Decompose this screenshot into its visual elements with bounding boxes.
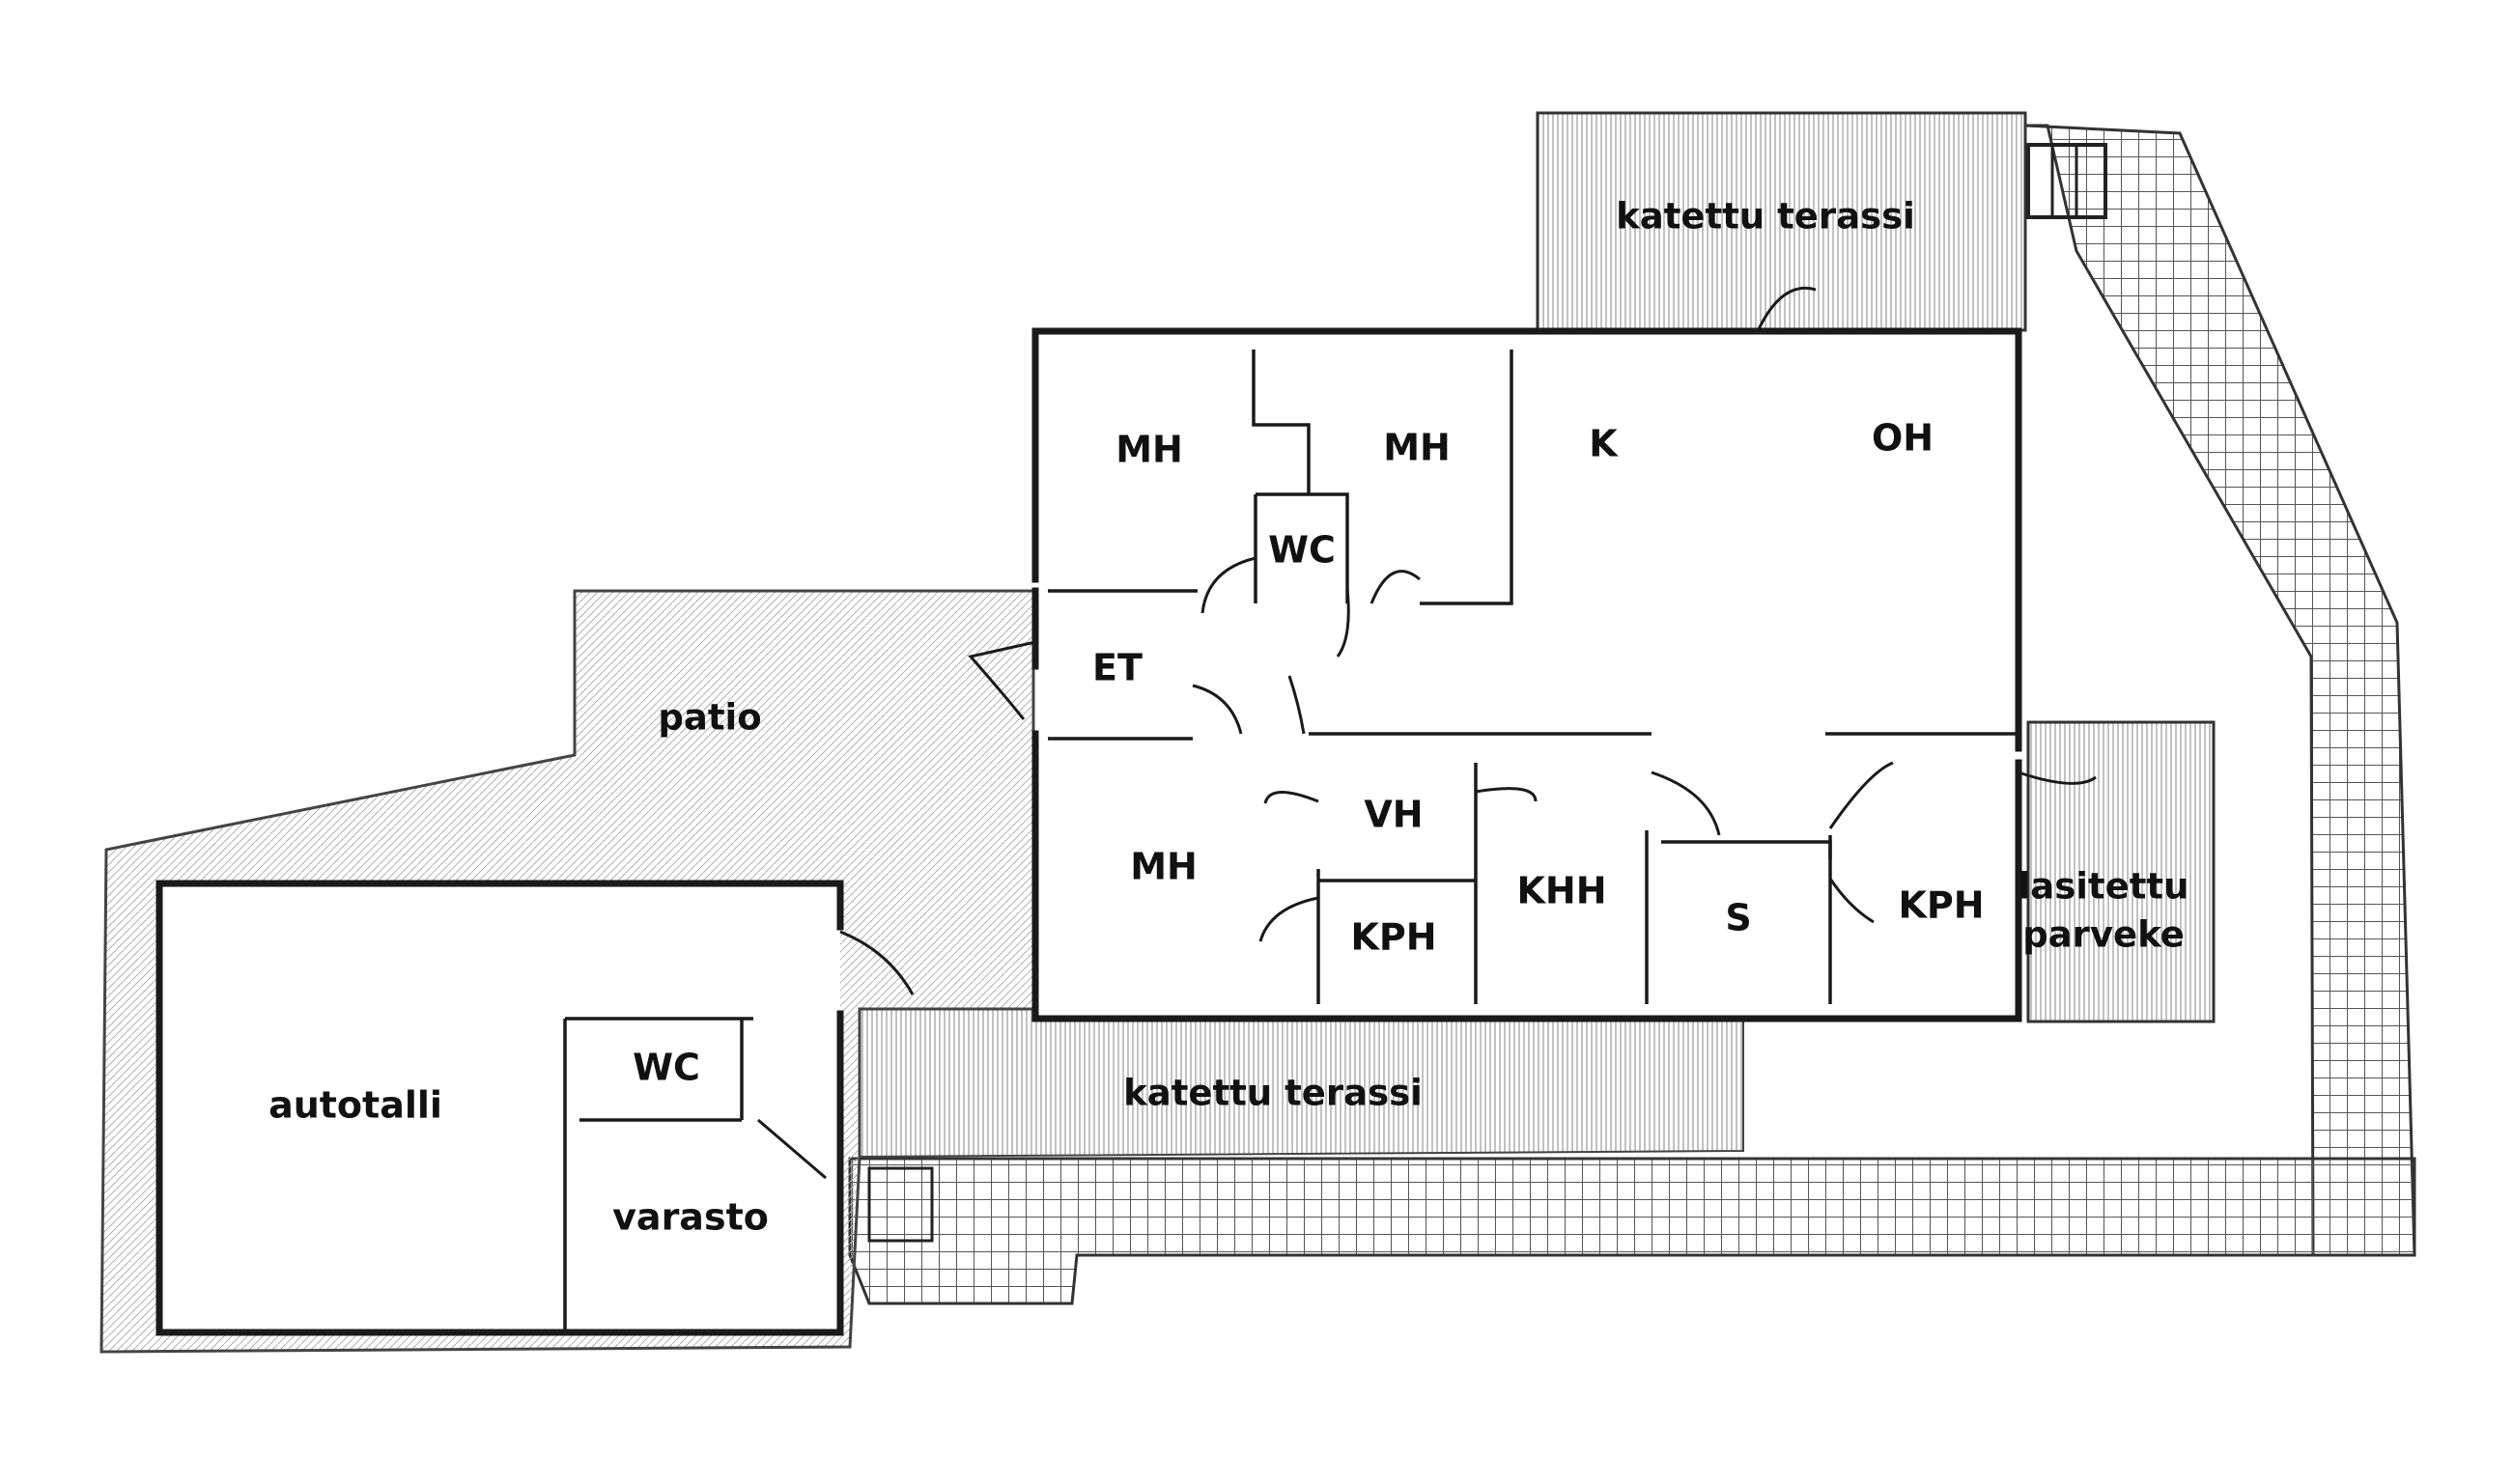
door-hall <box>1287 675 1306 735</box>
wall-vh-kph <box>1318 763 1478 1004</box>
door-vh <box>1263 791 1319 804</box>
door-wc2 <box>1336 588 1350 658</box>
door-wc <box>1200 556 1256 614</box>
garage-partition <box>563 1017 753 1332</box>
area-label-patio: patio <box>658 697 761 739</box>
room-label-oh: OH <box>1872 417 1934 460</box>
wall-wc-box <box>1254 492 1349 603</box>
garage-outer-wall <box>155 880 844 1336</box>
room-label-autotalli: autotalli <box>268 1084 442 1127</box>
wall-mh2-right <box>1420 350 1513 605</box>
door-balcony <box>2018 770 2097 785</box>
house-interior <box>1035 331 2017 1019</box>
room-label-s: S <box>1725 897 1751 939</box>
room-label-vh: VH <box>1364 794 1423 836</box>
room-label-mh1: MH <box>1115 429 1183 471</box>
garage-interior <box>159 883 840 1332</box>
door-et <box>968 640 1036 720</box>
room-label-et: ET <box>1092 647 1143 689</box>
area-label-terrace-bottom: katettu terassi <box>1123 1073 1423 1114</box>
door-mh2 <box>1369 570 1421 604</box>
room-label-k: K <box>1589 423 1619 465</box>
room-label-wc-garage: WC <box>633 1047 700 1089</box>
room-label-kph1: KPH <box>1350 916 1436 959</box>
terrace-top-area <box>1536 111 2027 332</box>
area-label-balcony-2: parveke <box>2022 914 2185 956</box>
stairs-top-treads <box>2050 145 2078 217</box>
stairs-bottom <box>867 1166 934 1243</box>
door-varasto <box>757 1118 827 1180</box>
deck-bottom <box>848 1157 2416 1305</box>
room-label-khh: KHH <box>1516 870 1606 912</box>
door-khh <box>1475 787 1538 802</box>
room-label-varasto: varasto <box>612 1196 769 1239</box>
room-label-kph2: KPH <box>1898 884 1984 927</box>
balcony-area <box>2026 720 2216 1023</box>
room-label-mh2: MH <box>1383 427 1451 469</box>
door-terrace <box>1756 287 1817 332</box>
room-label-wc-main: WC <box>1268 529 1336 572</box>
door-kph2 <box>1828 761 1894 829</box>
room-label-mh3: MH <box>1130 846 1198 888</box>
area-label-balcony-1: lasitettu <box>2019 866 2189 908</box>
door-mh3 <box>1192 684 1243 735</box>
area-label-terrace-top: katettu terassi <box>1616 196 1915 238</box>
walkway-right <box>2024 124 2416 1257</box>
door-garage <box>839 930 915 995</box>
door-kph2-b <box>1828 878 1875 924</box>
wall-mh1-right <box>1252 350 1311 494</box>
stairs-top <box>2026 143 2107 219</box>
house-outer-wall <box>1031 327 2022 1022</box>
door-kph1 <box>1258 896 1319 942</box>
door-s <box>1651 770 1721 836</box>
